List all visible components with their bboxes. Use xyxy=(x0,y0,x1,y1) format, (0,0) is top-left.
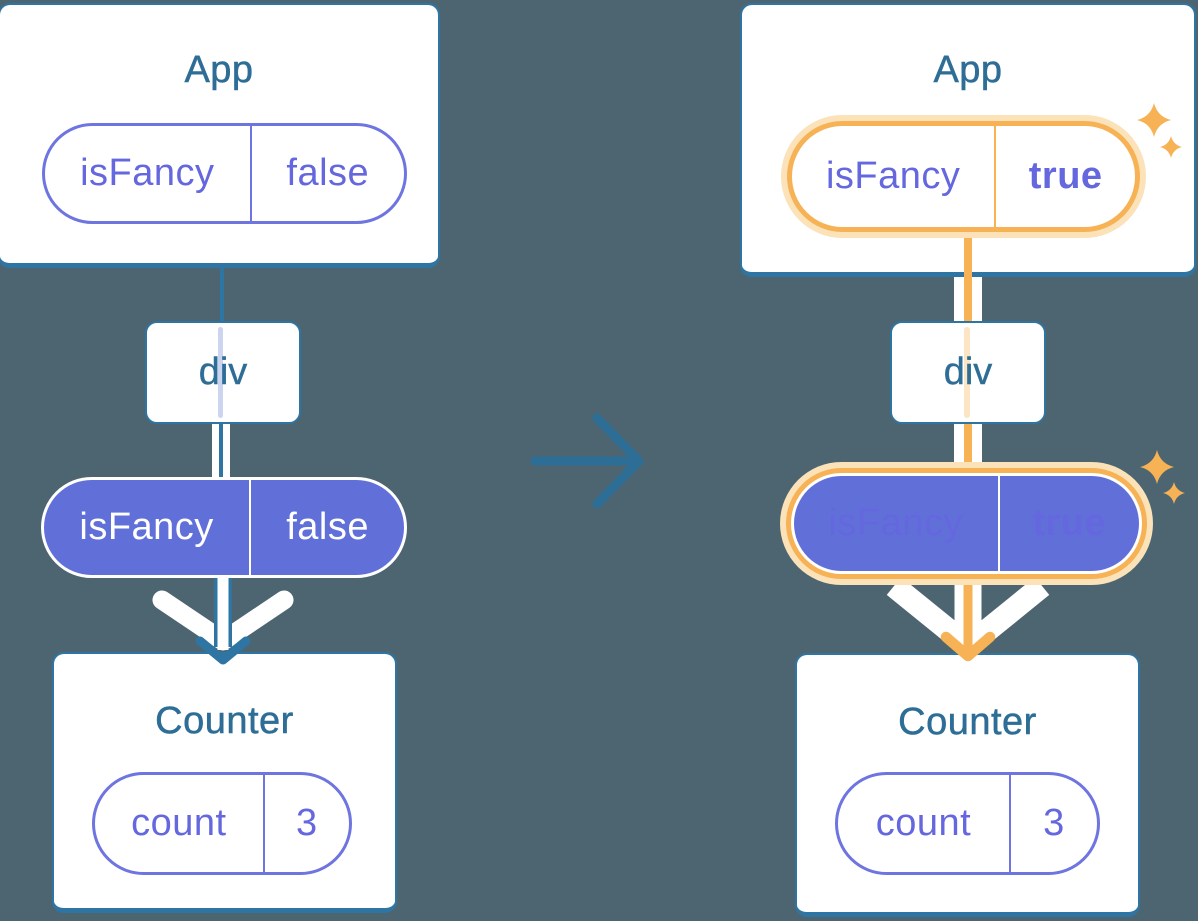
passed-prop-value: true xyxy=(1032,502,1107,544)
prop-pill-after: isFancy true xyxy=(787,121,1140,232)
state-value: 3 xyxy=(1043,802,1065,844)
prop-value: true xyxy=(1028,155,1103,197)
passed-prop-ring: isFancy true xyxy=(786,468,1147,579)
state-pill-after: count 3 xyxy=(835,772,1100,875)
app-card-title: App xyxy=(184,49,254,92)
passed-prop-key: isFancy xyxy=(44,480,252,575)
sparkle-star-small xyxy=(1160,136,1182,158)
prop-channel-after-2 xyxy=(954,424,982,467)
prop-value: false xyxy=(286,152,370,194)
counter-card-title: Counter xyxy=(898,701,1037,744)
div-label: div xyxy=(943,351,993,393)
div-label: div xyxy=(198,351,248,393)
sparkle-star-large xyxy=(1140,450,1174,484)
prop-key: isFancy xyxy=(45,126,252,221)
sparkle-icon xyxy=(1137,103,1182,158)
state-value: 3 xyxy=(295,802,318,844)
passed-prop-pill-after-highlight: isFancy true xyxy=(780,462,1153,585)
pass-down-arrow-icon xyxy=(152,575,294,665)
app-card-title: App xyxy=(933,49,1003,92)
passed-prop-value: false xyxy=(286,506,369,548)
sparkle-star-small xyxy=(1163,482,1185,504)
arrow-head xyxy=(195,636,251,665)
transition-arrow-icon xyxy=(530,413,644,509)
passed-prop-pill-after: isFancy true xyxy=(794,476,1139,571)
prop-pill-before: isFancy false xyxy=(42,123,407,224)
state-key: count xyxy=(838,775,1011,872)
div-box-after: div xyxy=(890,321,1046,424)
pass-down-arrow-icon xyxy=(886,577,1050,662)
arrow-head xyxy=(940,631,996,662)
counter-card-title: Counter xyxy=(155,700,294,743)
state-pill-before: count 3 xyxy=(92,772,352,875)
prop-trace-before xyxy=(218,327,223,418)
passed-prop-pill-before: isFancy false xyxy=(41,477,407,578)
sparkle-icon xyxy=(1140,450,1185,504)
sparkle-star-large xyxy=(1137,103,1171,137)
prop-pill-after-highlight: isFancy true xyxy=(781,115,1146,238)
prop-key: isFancy xyxy=(792,126,997,227)
connector-app-to-div-before xyxy=(220,266,224,322)
prop-channel-after-1 xyxy=(954,277,982,322)
state-key: count xyxy=(95,775,265,872)
passed-prop-key: isFancy xyxy=(794,476,1000,571)
transition-arrow-head xyxy=(592,413,644,509)
prop-trace-after xyxy=(964,327,970,418)
prop-channel-before xyxy=(212,424,230,477)
context-line-in-card xyxy=(964,230,972,277)
div-box-before: div xyxy=(145,321,301,424)
